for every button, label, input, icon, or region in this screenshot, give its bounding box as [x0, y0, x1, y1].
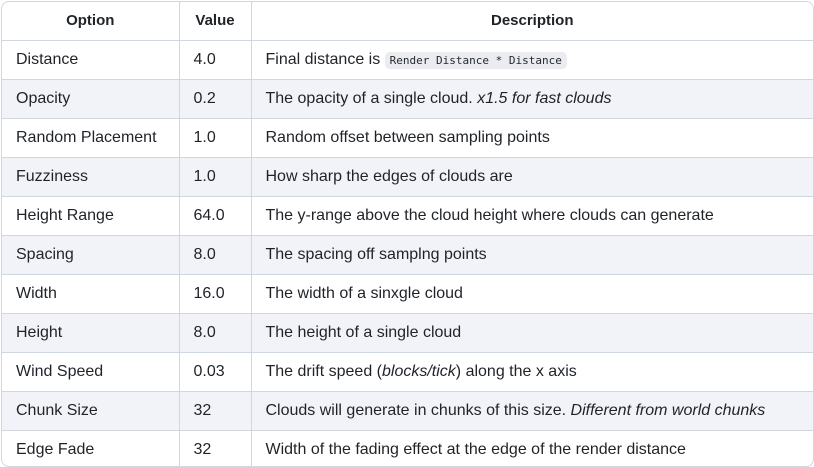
description-cell: How sharp the edges of clouds are — [251, 157, 813, 197]
description-text-after: ) along the x axis — [455, 363, 577, 380]
description-italic-text: Different from world chunks — [570, 402, 766, 419]
value-cell: 32 — [179, 391, 252, 431]
description-text: The y-range above the cloud height where… — [265, 207, 714, 224]
option-cell: Random Placement — [2, 118, 180, 158]
option-cell: Height Range — [2, 196, 180, 236]
option-cell: Wind Speed — [2, 352, 180, 392]
table-header-row: Option Value Description — [2, 2, 813, 41]
value-cell: 32 — [179, 430, 252, 466]
description-cell: Random offset between sampling points — [251, 118, 813, 158]
description-text: The width of a sinxgle cloud — [265, 285, 463, 302]
description-cell: The height of a single cloud — [251, 313, 813, 353]
column-header-description: Description — [251, 2, 813, 41]
inline-code: Render Distance * Distance — [384, 51, 567, 69]
description-italic-text: blocks/tick — [382, 363, 456, 380]
description-cell: The width of a sinxgle cloud — [251, 274, 813, 314]
description-text: Random offset between sampling points — [265, 129, 550, 146]
column-header-option: Option — [2, 2, 180, 41]
description-text: How sharp the edges of clouds are — [265, 168, 513, 185]
value-cell: 8.0 — [179, 313, 252, 353]
description-cell: The opacity of a single cloud. x1.5 for … — [251, 79, 813, 119]
description-cell: The drift speed (blocks/tick) along the … — [251, 352, 813, 392]
option-cell: Distance — [2, 40, 180, 80]
option-cell: Opacity — [2, 79, 180, 119]
column-header-value: Value — [179, 2, 252, 41]
description-text: The drift speed ( — [265, 363, 383, 380]
description-cell: The y-range above the cloud height where… — [251, 196, 813, 236]
option-cell: Spacing — [2, 235, 180, 275]
description-text: The opacity of a single cloud. — [265, 90, 478, 107]
value-cell: 0.2 — [179, 79, 252, 119]
option-cell: Edge Fade — [2, 430, 180, 466]
option-cell: Fuzziness — [2, 157, 180, 197]
value-cell: 8.0 — [179, 235, 252, 275]
description-cell: Final distance is Render Distance * Dist… — [251, 40, 813, 80]
description-text: Width of the fading effect at the edge o… — [265, 441, 686, 458]
description-italic-text: x1.5 for fast clouds — [477, 90, 612, 107]
option-cell: Height — [2, 313, 180, 353]
value-cell: 16.0 — [179, 274, 252, 314]
value-cell: 64.0 — [179, 196, 252, 236]
value-cell: 4.0 — [179, 40, 252, 80]
description-text: The height of a single cloud — [265, 324, 462, 341]
value-cell: 1.0 — [179, 118, 252, 158]
description-cell: Width of the fading effect at the edge o… — [251, 431, 813, 467]
description-text: Final distance is — [265, 50, 385, 68]
value-cell: 0.03 — [179, 352, 252, 392]
description-cell: Clouds will generate in chunks of this s… — [251, 391, 813, 431]
description-text: The spacing off samplng points — [265, 246, 487, 263]
option-cell: Width — [2, 274, 180, 314]
description-cell: The spacing off samplng points — [251, 235, 813, 275]
value-cell: 1.0 — [179, 157, 252, 197]
description-text: Clouds will generate in chunks of this s… — [265, 402, 571, 419]
option-cell: Chunk Size — [2, 391, 180, 431]
